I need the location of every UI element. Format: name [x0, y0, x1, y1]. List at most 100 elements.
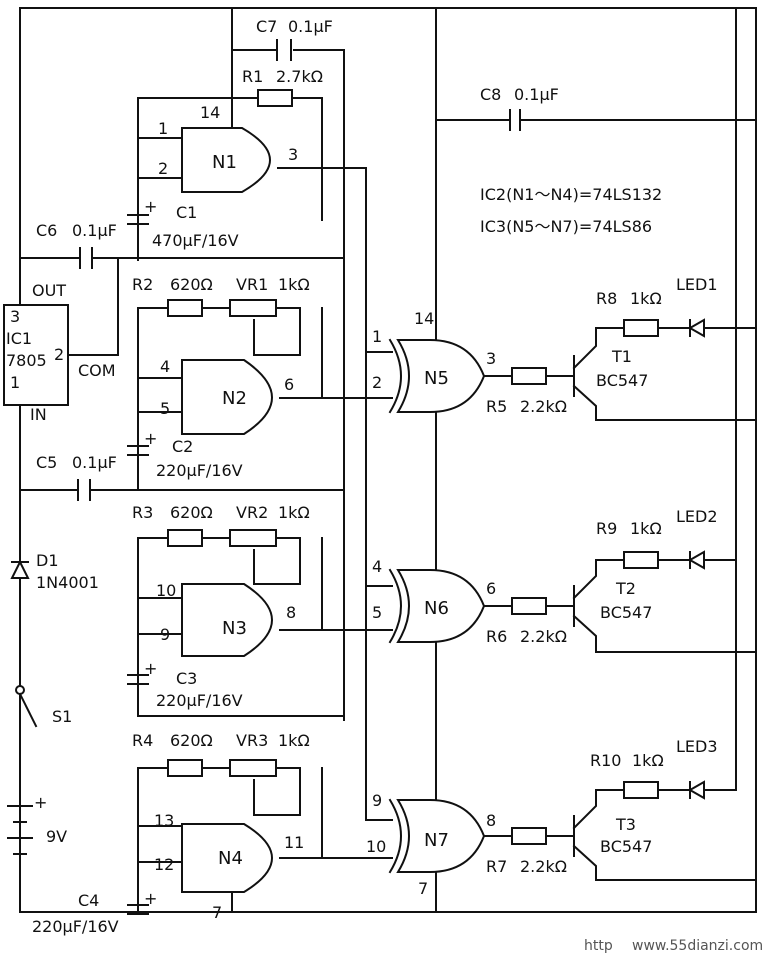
vr2-label: VR2: [236, 503, 268, 522]
supply-chain: [7, 559, 38, 855]
ic1-pin-com: 2: [54, 345, 64, 364]
ic3-note: IC3(N5～N7)=74LS86: [480, 217, 652, 236]
n4-out-pin: 11: [284, 833, 304, 852]
n7-in-b-pin: 10: [366, 837, 386, 856]
vr2-value: 1kΩ: [278, 503, 310, 522]
output-stages: [483, 318, 757, 881]
regulator-ic1: [3, 247, 139, 406]
r4-value: 620Ω: [170, 731, 213, 750]
c1-label: C1: [176, 203, 197, 222]
c5-label: C5: [36, 453, 57, 472]
r5-label: R5: [486, 397, 507, 416]
r6-value: 2.2kΩ: [520, 627, 567, 646]
n7-gnd-pin: 7: [418, 879, 428, 898]
n4-gnd-pin: 7: [212, 903, 222, 922]
ic1-pin-out: 3: [10, 307, 20, 326]
r10-label: R10: [590, 751, 621, 770]
c3-value: 220µF/16V: [156, 691, 243, 710]
r8-label: R8: [596, 289, 617, 308]
c4-value: 220µF/16V: [32, 917, 119, 936]
n7-out-pin: 8: [486, 811, 496, 830]
n2-gate-label: N2: [222, 388, 247, 409]
d1-label: D1: [36, 551, 59, 570]
oscillator-n4: [127, 759, 393, 915]
t1-label: T1: [611, 347, 632, 366]
c7-value: 0.1µF: [288, 17, 333, 36]
c3-plus: +: [144, 659, 157, 678]
vr1-label: VR1: [236, 275, 268, 294]
cap-c8: [435, 109, 757, 131]
d1-type: 1N4001: [36, 573, 99, 592]
r10-value: 1kΩ: [632, 751, 664, 770]
c6-value: 0.1µF: [72, 221, 117, 240]
c1-plus: +: [144, 197, 157, 216]
vr3-label: VR3: [236, 731, 268, 750]
ic2-note: IC2(N1～N4)=74LS132: [480, 185, 662, 204]
vr1-value: 1kΩ: [278, 275, 310, 294]
r2-value: 620Ω: [170, 275, 213, 294]
c5-value: 0.1µF: [72, 453, 117, 472]
r4-label: R4: [132, 731, 153, 750]
r3-label: R3: [132, 503, 153, 522]
cap-c5: [19, 479, 139, 501]
battery-value: 9V: [46, 827, 67, 846]
ic1-in-label: IN: [30, 405, 47, 424]
n3-gate-label: N3: [222, 618, 247, 639]
n1-gate-label: N1: [212, 152, 237, 173]
watermark-site: www.55dianzi.com: [632, 938, 763, 954]
led1-label: LED1: [676, 275, 718, 294]
n6-out-pin: 6: [486, 579, 496, 598]
c1-value: 470µF/16V: [152, 231, 239, 250]
r9-label: R9: [596, 519, 617, 538]
c4-label: C4: [78, 891, 99, 910]
c7-label: C7: [256, 17, 277, 36]
n1-vcc-pin: 14: [200, 103, 220, 122]
watermark-prefix: http: [584, 938, 613, 954]
ic1-label: IC1: [6, 329, 32, 348]
r1-value: 2.7kΩ: [276, 67, 323, 86]
n5-out-pin: 3: [486, 349, 496, 368]
n5-gate-label: N5: [424, 368, 449, 389]
ic1-com-label: COM: [78, 361, 116, 380]
n6-gate-label: N6: [424, 598, 449, 619]
oscillator-n2: [127, 299, 393, 491]
led2-label: LED2: [676, 507, 718, 526]
vr3-value: 1kΩ: [278, 731, 310, 750]
t1-type: BC547: [596, 371, 648, 390]
n1-in-a-pin: 1: [158, 119, 168, 138]
r6-label: R6: [486, 627, 507, 646]
n4-in-a-pin: 13: [154, 811, 174, 830]
xor-gates: [343, 167, 486, 913]
t2-label: T2: [615, 579, 636, 598]
n4-gate-label: N4: [218, 848, 243, 869]
r1-label: R1: [242, 67, 263, 86]
c8-value: 0.1µF: [514, 85, 559, 104]
c2-value: 220µF/16V: [156, 461, 243, 480]
n6-in-b-pin: 5: [372, 603, 382, 622]
n6-in-a-pin: 4: [372, 557, 382, 576]
n1-in-b-pin: 2: [158, 159, 168, 178]
n4-in-b-pin: 12: [154, 855, 174, 874]
ic1-pin-in: 1: [10, 373, 20, 392]
n5-in-a-pin: 1: [372, 327, 382, 346]
c3-label: C3: [176, 669, 197, 688]
c2-label: C2: [172, 437, 193, 456]
oscillator-n1: [127, 7, 345, 261]
s1-label: S1: [52, 707, 72, 726]
t3-type: BC547: [600, 837, 652, 856]
n7-in-a-pin: 9: [372, 791, 382, 810]
r5-value: 2.2kΩ: [520, 397, 567, 416]
ic1-out-label: OUT: [32, 281, 66, 300]
c2-plus: +: [144, 429, 157, 448]
oscillator-n3: [127, 529, 393, 717]
n3-out-pin: 8: [286, 603, 296, 622]
n2-in-a-pin: 4: [160, 357, 170, 376]
r3-value: 620Ω: [170, 503, 213, 522]
r9-value: 1kΩ: [630, 519, 662, 538]
r2-label: R2: [132, 275, 153, 294]
r7-value: 2.2kΩ: [520, 857, 567, 876]
ic1-type: 7805: [6, 351, 47, 370]
battery-plus: +: [34, 793, 47, 812]
t2-type: BC547: [600, 603, 652, 622]
